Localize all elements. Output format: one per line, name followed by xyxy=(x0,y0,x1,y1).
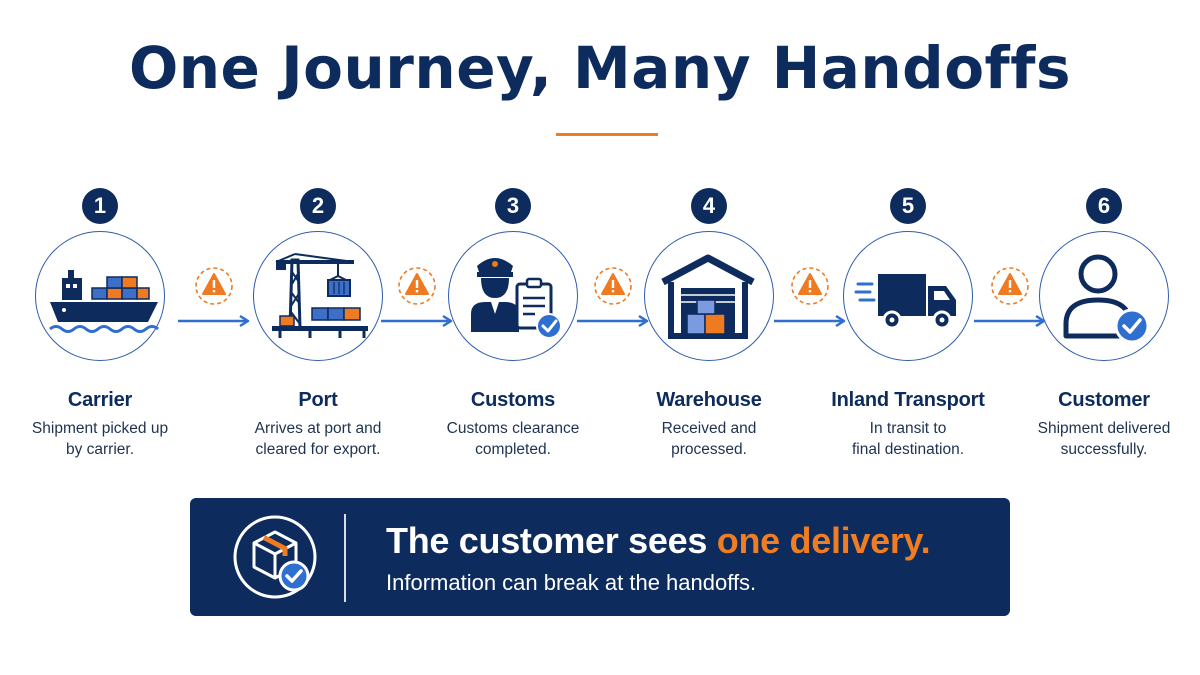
warning-icon xyxy=(791,267,829,305)
warning-icon xyxy=(991,267,1029,305)
title-underline xyxy=(556,133,658,136)
step-icon-circle xyxy=(35,231,165,361)
handoff-connector xyxy=(970,262,1050,332)
step-description: In transit to final destination. xyxy=(851,420,965,458)
step-description: Shipment picked up by carrier. xyxy=(31,420,169,458)
step-description: Received and processed. xyxy=(661,420,757,458)
step-description: Shipment delivered successfully. xyxy=(1037,420,1171,458)
cargo-ship-icon xyxy=(49,270,159,333)
step-icon-circle xyxy=(253,231,383,361)
step-label: Port xyxy=(298,389,338,411)
handoff-connector xyxy=(377,262,457,332)
warning-icon xyxy=(594,267,632,305)
handoff-connector xyxy=(174,262,254,332)
step-number-badge: 2 xyxy=(300,188,336,224)
step-inland-transport: 5 Inland Transport In transit to final d… xyxy=(808,0,1008,470)
step-label: Inland Transport xyxy=(831,389,985,411)
handoff-connector xyxy=(770,262,850,332)
step-label: Customer xyxy=(1058,389,1150,411)
step-icon-circle xyxy=(843,231,973,361)
port-crane-icon xyxy=(272,253,368,338)
step-icon-circle xyxy=(644,231,774,361)
step-icon-circle xyxy=(448,231,578,361)
step-number-badge: 6 xyxy=(1086,188,1122,224)
summary-banner: The customer sees one delivery. Informat… xyxy=(190,498,1010,616)
step-number-badge: 4 xyxy=(691,188,727,224)
step-number-badge: 5 xyxy=(890,188,926,224)
headline-prefix: The customer sees xyxy=(386,520,717,561)
step-number-badge: 3 xyxy=(495,188,531,224)
banner-subtext: Information can break at the handoffs. xyxy=(386,570,757,595)
handoff-flow: 1 Carrier Shipm xyxy=(0,0,1200,470)
step-customer: 6 Customer Shipment delivered successful… xyxy=(1004,0,1200,470)
step-label: Warehouse xyxy=(656,389,762,411)
step-description: Arrives at port and cleared for export. xyxy=(254,420,382,458)
step-icon-circle xyxy=(1039,231,1169,361)
step-number-badge: 1 xyxy=(82,188,118,224)
page-title: One Journey, Many Handoffs xyxy=(128,34,1072,102)
headline-highlight: one delivery. xyxy=(716,520,931,561)
banner-headline: The customer sees one delivery. xyxy=(386,520,931,562)
step-port: 2 xyxy=(218,0,418,470)
package-check-icon xyxy=(233,515,317,599)
customs-officer-icon xyxy=(471,258,562,339)
step-customs: 3 Customs Customs cleara xyxy=(413,0,613,470)
step-carrier: 1 Carrier Shipm xyxy=(0,0,200,470)
handoff-connector xyxy=(573,262,653,332)
step-label: Carrier xyxy=(67,389,133,411)
warning-icon xyxy=(195,267,233,305)
warehouse-icon xyxy=(661,254,755,339)
step-label: Customs xyxy=(470,389,556,411)
warning-icon xyxy=(398,267,436,305)
banner-divider xyxy=(344,514,346,602)
delivery-truck-icon xyxy=(854,274,956,330)
step-warehouse: 4 Warehouse Received and processed. xyxy=(609,0,809,470)
customer-icon xyxy=(1063,254,1150,344)
step-description: Customs clearance completed. xyxy=(446,420,580,458)
